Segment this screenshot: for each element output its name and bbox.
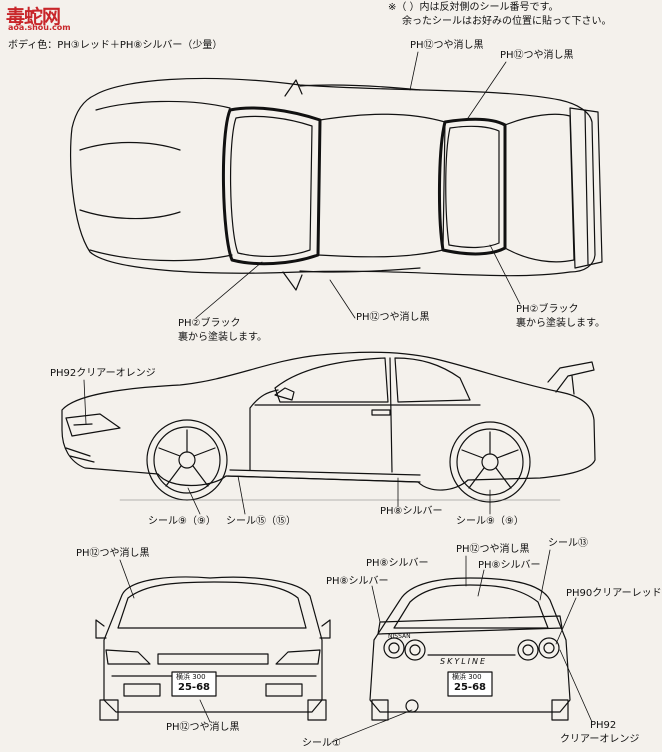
- body-color-label: ボディ色：PH③レッド＋PH⑧シルバー（少量）: [8, 40, 223, 51]
- callout-rear-matte: PH⑫つや消し黒: [456, 544, 530, 555]
- callout-top-black-left-2: 裏から塗装します。: [178, 332, 267, 343]
- callout-top-matte-1: PH⑫つや消し黒: [410, 40, 484, 51]
- callout-side-clear-orange: PH92クリアーオレンジ: [50, 368, 156, 379]
- front-plate-top: 横浜 300: [176, 673, 206, 681]
- rear-plate-top: 横浜 300: [452, 673, 482, 681]
- callout-seal-1: シール①: [302, 738, 341, 749]
- rear-view-car: [369, 577, 571, 721]
- callout-top-black-right-2: 裏から塗装します。: [516, 318, 605, 329]
- top-view-car: [69, 77, 603, 291]
- callout-rear-clear-orange-2: クリアーオレンジ: [560, 734, 640, 745]
- callout-side-seal-15: シール⑮（⑮）: [226, 516, 296, 527]
- note-line-2: 余ったシールはお好みの位置に貼って下さい。: [402, 16, 612, 27]
- callout-top-black-left-1: PH②ブラック: [178, 318, 241, 329]
- callout-rear-clear-red: PH90クリアーレッド: [566, 588, 662, 599]
- callout-side-seal-9: シール⑨（⑨）: [148, 516, 216, 527]
- callout-rear-silver-2: PH⑧シルバー: [478, 560, 541, 571]
- watermark-text: 毒蛇网: [6, 6, 61, 28]
- rear-skyline-badge: SKYLINE: [440, 657, 488, 666]
- callout-side-seal-9b: シール⑨（⑨）: [456, 516, 524, 527]
- front-view-car: [95, 576, 331, 721]
- front-wheel: [146, 419, 228, 501]
- callout-top-matte-mid: PH⑫つや消し黒: [356, 312, 430, 323]
- rear-nissan-badge: NISSAN: [388, 633, 411, 640]
- note-line-1: ※（ ）内は反対側のシール番号です。: [388, 2, 559, 13]
- callout-rear-seal-13: シール⑬: [548, 538, 588, 549]
- callout-side-silver: PH⑧シルバー: [380, 506, 443, 517]
- front-plate-number: 25-68: [178, 682, 210, 693]
- callout-top-black-right-1: PH②ブラック: [516, 304, 579, 315]
- callout-rear-silver-1: PH⑧シルバー: [366, 558, 429, 569]
- leader-lines: [83, 51, 593, 743]
- watermark-url: aoa.shou.com: [8, 23, 71, 32]
- watermark-logo: 毒蛇网 aoa.shou.com: [6, 2, 76, 32]
- callout-rear-clear-orange-1: PH92: [590, 720, 617, 731]
- rear-plate-number: 25-68: [454, 682, 486, 693]
- callout-front-matte: PH⑫つや消し黒: [76, 548, 150, 559]
- callout-rear-silver-3: PH⑧シルバー: [326, 576, 389, 587]
- callout-front-matte-bottom: PH⑫つや消し黒: [166, 722, 240, 733]
- callout-top-matte-2: PH⑫つや消し黒: [500, 50, 574, 61]
